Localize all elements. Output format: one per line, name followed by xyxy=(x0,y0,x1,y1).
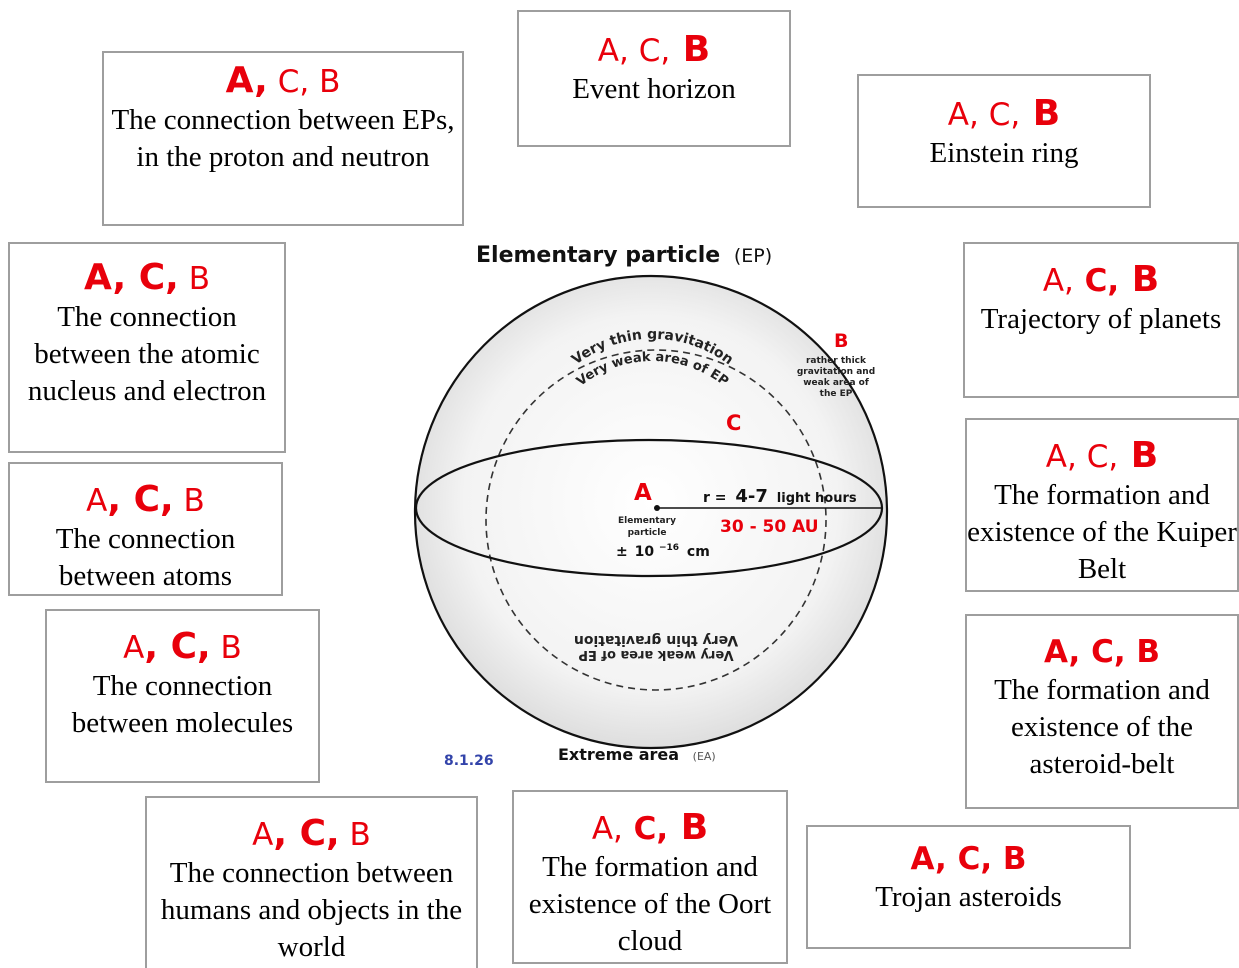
arc-bottom-line-2: Very weak area of EP xyxy=(578,647,733,662)
ep-caption-1: Elementary xyxy=(618,516,676,526)
ep-caption-2: particle xyxy=(628,528,667,538)
diagram-title-suffix: (EP) xyxy=(734,245,772,267)
extreme-area-label: Extreme area (EA) xyxy=(558,745,716,764)
label-c: C xyxy=(726,411,741,435)
date-label: 8.1.26 xyxy=(444,753,494,769)
diagram-title: Elementary particle (EP) xyxy=(476,243,772,268)
b-note-2: gravitation and xyxy=(797,367,875,377)
ep-point xyxy=(654,505,660,511)
b-note-1: rather thick xyxy=(806,356,867,366)
label-b: B xyxy=(834,330,848,352)
b-note-4: the EP xyxy=(820,389,853,399)
label-a: A xyxy=(634,480,652,506)
b-note-3: weak area of xyxy=(803,378,869,388)
au-value: 30 - 50 AU xyxy=(720,517,819,537)
arc-bottom-line-1: Very thin gravitation xyxy=(574,632,738,648)
